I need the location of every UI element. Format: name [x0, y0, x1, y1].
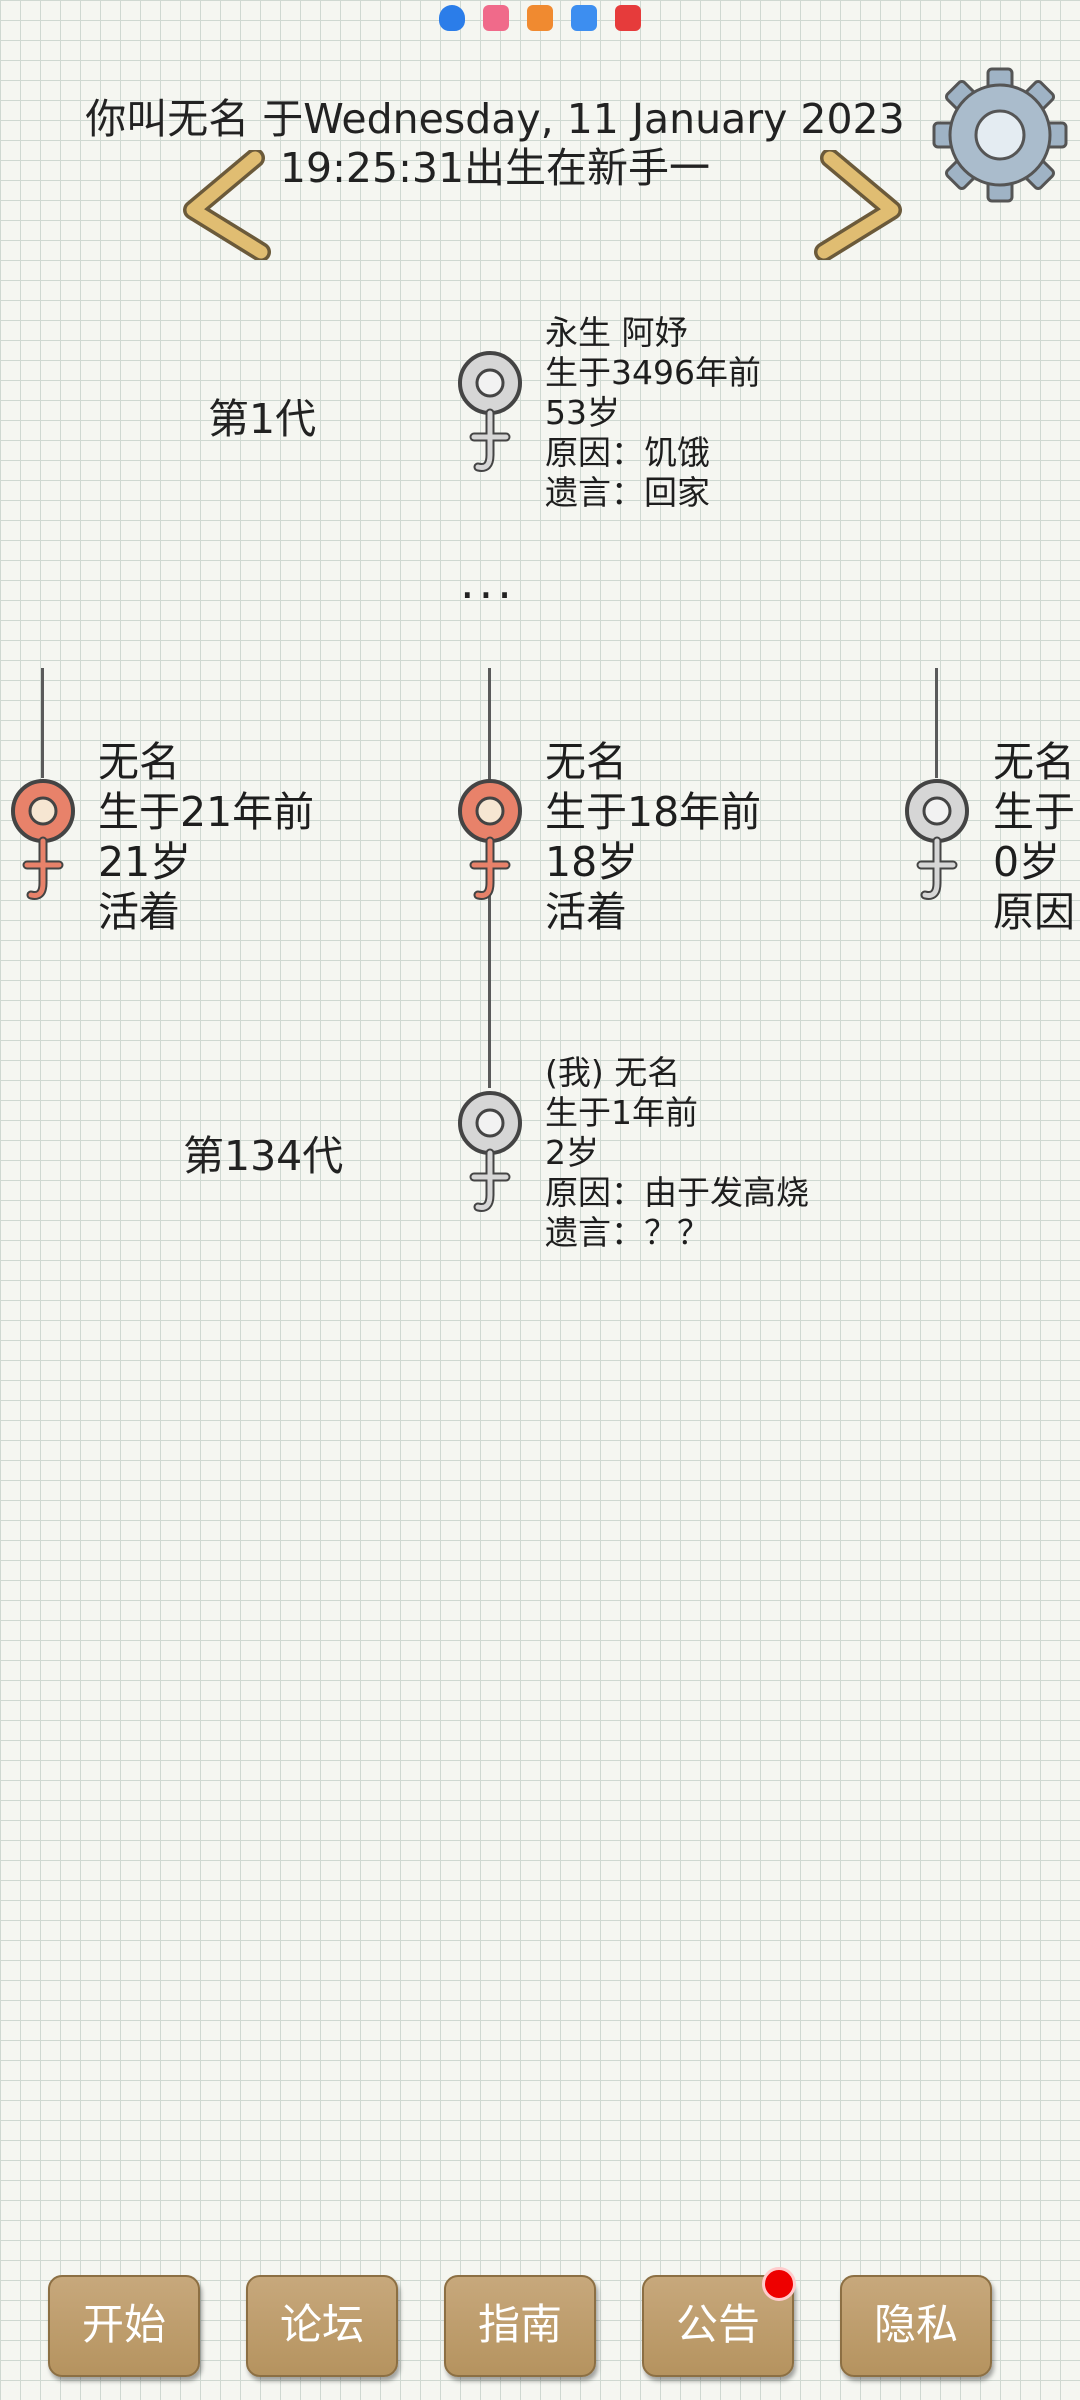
gear-icon	[932, 67, 1068, 203]
announcement-button[interactable]: 公告	[642, 2275, 794, 2377]
privacy-button[interactable]: 隐私	[840, 2275, 992, 2377]
title-line-1: 你叫无名 于Wednesday, 11 January 2023	[85, 95, 905, 143]
video-app-icon	[527, 5, 553, 31]
tree-line	[935, 668, 938, 778]
chevron-right-icon	[814, 148, 902, 262]
guide-button[interactable]: 指南	[444, 2275, 596, 2377]
sibling-name: 无名	[98, 738, 180, 786]
sibling-status: 活着	[545, 888, 627, 936]
shield-icon	[439, 5, 465, 31]
ancestor-age: 53岁	[545, 393, 620, 432]
bottom-nav: 开始 论坛 指南 公告 隐私	[0, 2267, 1080, 2380]
cloud-icon	[571, 5, 597, 31]
tree-line	[41, 668, 44, 778]
female-symbol-icon	[905, 779, 969, 900]
self-cause: 原因：由于发高烧	[545, 1173, 809, 1212]
sibling-info: 无名 生于 0岁 原因	[993, 737, 1080, 937]
self-info: (我) 无名 生于1年前 2岁 原因：由于发高烧 遗言：？？	[545, 1053, 809, 1253]
ancestor-born: 生于3496年前	[545, 353, 761, 392]
female-symbol-icon	[458, 779, 522, 900]
sibling-age: 18岁	[545, 838, 639, 886]
sibling-born: 生于21年前	[98, 788, 315, 836]
self-name: (我) 无名	[545, 1053, 681, 1092]
ancestor-name: 永生 阿妤	[545, 313, 688, 352]
self-last-words: 遗言：？？	[545, 1213, 710, 1252]
sibling-status: 原因	[993, 888, 1075, 936]
sibling-status: 活着	[98, 888, 180, 936]
female-symbol-icon	[11, 779, 75, 900]
title-line-2: 19:25:31出生在新手一	[279, 144, 711, 192]
chevron-left-icon	[183, 148, 271, 262]
page-title: 你叫无名 于Wednesday, 11 January 2023 19:25:3…	[70, 95, 920, 193]
female-symbol-icon	[458, 351, 522, 472]
previous-arrow-button[interactable]	[175, 148, 275, 262]
sibling-info: 无名 生于21年前 21岁 活着	[98, 737, 314, 937]
self-born: 生于1年前	[545, 1093, 698, 1132]
self-age: 2岁	[545, 1133, 599, 1172]
female-symbol-icon	[458, 1091, 522, 1212]
generation-label-first: 第1代	[208, 395, 317, 443]
ancestor-info: 永生 阿妤 生于3496年前 53岁 原因：饥饿 遗言：回家	[545, 313, 761, 513]
app-icon	[615, 5, 641, 31]
sibling-born: 生于18年前	[545, 788, 762, 836]
status-bar	[0, 0, 1080, 36]
bilibili-icon	[483, 5, 509, 31]
sibling-name: 无名	[993, 738, 1075, 786]
settings-button[interactable]	[930, 65, 1070, 205]
sibling-born: 生于	[993, 788, 1075, 836]
next-arrow-button[interactable]	[810, 148, 910, 262]
sibling-age: 21岁	[98, 838, 192, 886]
start-button[interactable]: 开始	[48, 2275, 200, 2377]
ancestor-last-words: 遗言：回家	[545, 473, 710, 512]
sibling-info: 无名 生于18年前 18岁 活着	[545, 737, 761, 937]
generation-label-current: 第134代	[183, 1132, 344, 1180]
sibling-age: 0岁	[993, 838, 1061, 886]
sibling-name: 无名	[545, 738, 627, 786]
generation-ellipsis: ...	[460, 555, 516, 609]
notification-badge	[762, 2267, 796, 2301]
forum-button[interactable]: 论坛	[246, 2275, 398, 2377]
ancestor-cause: 原因：饥饿	[545, 433, 710, 472]
